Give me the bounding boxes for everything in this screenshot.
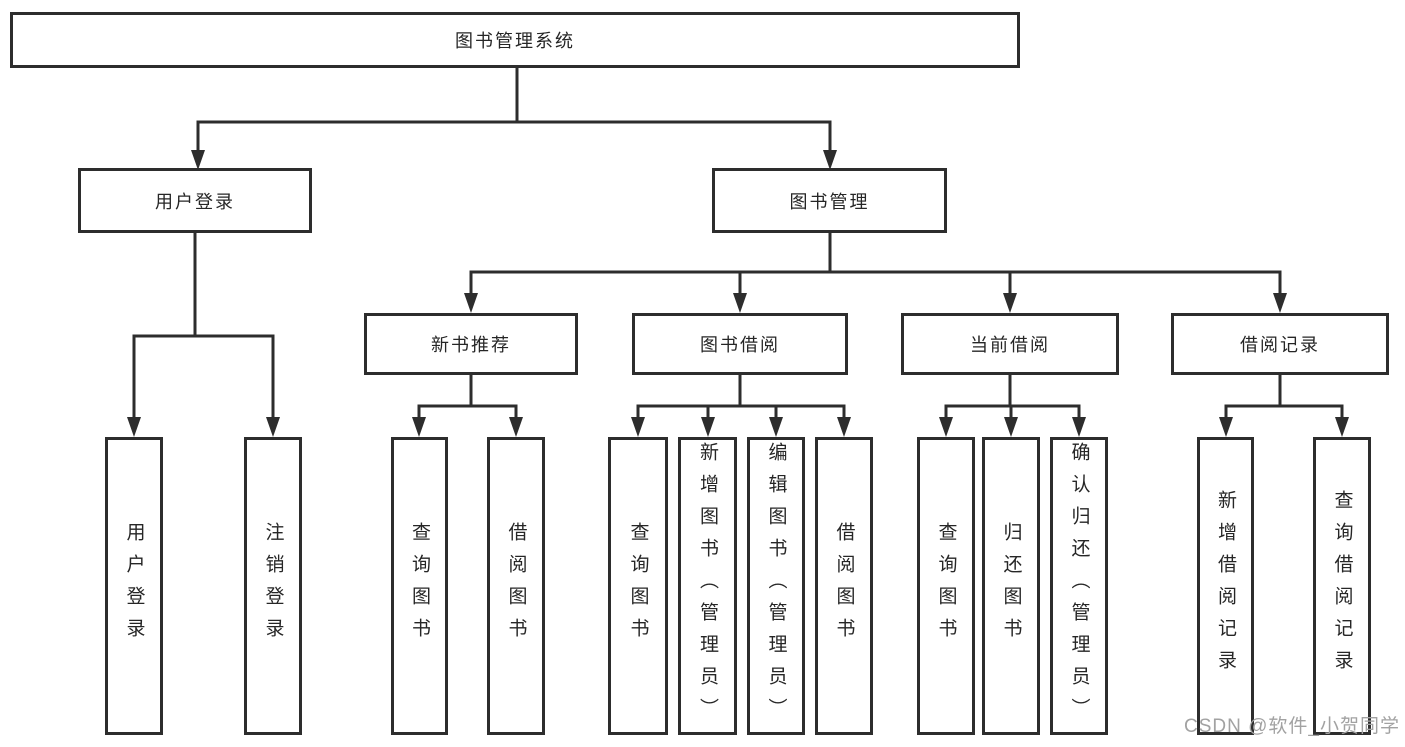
- node-borrow-record: 借阅记录: [1171, 313, 1389, 375]
- connector-user-login-children: [132, 233, 275, 418]
- leaf-query-book-current: 查询图书: [917, 437, 975, 735]
- arrowheads-borrow-record-children: [1219, 417, 1349, 437]
- connector-book-borrow-children: [636, 375, 846, 418]
- arrowheads-current-borrow-children: [939, 417, 1086, 437]
- leaf-return-book: 归还图书: [982, 437, 1040, 735]
- leaf-edit-book-admin: 编辑图书（管理员）: [747, 437, 805, 735]
- arrowheads-user-login-children: [127, 417, 280, 437]
- connector-root-to-level2: [196, 68, 832, 151]
- leaf-query-borrow-record: 查询借阅记录: [1313, 437, 1371, 735]
- leaf-borrow-book-recommend: 借阅图书: [487, 437, 545, 735]
- leaf-add-book-admin: 新增图书（管理员）: [678, 437, 737, 735]
- connector-new-book-recommend-children: [417, 375, 518, 418]
- node-root: 图书管理系统: [10, 12, 1020, 68]
- node-book-management: 图书管理: [712, 168, 947, 233]
- leaf-add-borrow-record: 新增借阅记录: [1197, 437, 1254, 735]
- connector-borrow-record-children: [1224, 375, 1344, 418]
- node-current-borrow: 当前借阅: [901, 313, 1119, 375]
- arrowheads-new-book-recommend-children: [412, 417, 523, 437]
- arrowheads-book-management-children: [464, 293, 1287, 313]
- leaf-logout: 注销登录: [244, 437, 302, 735]
- node-user-login: 用户登录: [78, 168, 312, 233]
- arrowheads-level2: [191, 150, 837, 170]
- node-new-book-recommend: 新书推荐: [364, 313, 578, 375]
- connector-book-management-children: [469, 233, 1282, 294]
- csdn-watermark: CSDN @软件_小贺同学: [1184, 716, 1400, 737]
- leaf-query-book-borrow: 查询图书: [608, 437, 668, 735]
- leaf-user-login: 用户登录: [105, 437, 163, 735]
- arrowheads-book-borrow-children: [631, 417, 851, 437]
- connector-current-borrow-children: [944, 375, 1081, 418]
- leaf-borrow-book: 借阅图书: [815, 437, 873, 735]
- leaf-query-book-recommend: 查询图书: [391, 437, 448, 735]
- node-book-borrow: 图书借阅: [632, 313, 848, 375]
- leaf-confirm-return-admin: 确认归还（管理员）: [1050, 437, 1108, 735]
